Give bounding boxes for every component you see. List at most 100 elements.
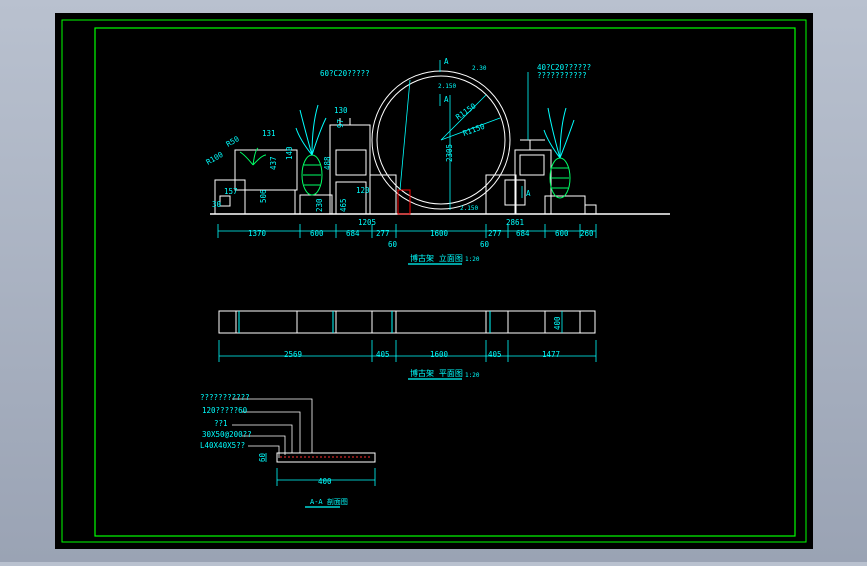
section-mark-right: A xyxy=(526,189,531,198)
note-top-right-1: 40?C20?????? xyxy=(537,63,591,72)
dim-30: 30 xyxy=(212,200,222,209)
bottom-dim-7: 600 xyxy=(555,229,569,238)
left-plant-leaves xyxy=(295,104,327,156)
ground-label-right: 2.150 xyxy=(460,205,478,212)
radius-line-1 xyxy=(440,94,487,141)
right-vase-bands xyxy=(551,167,569,189)
plan-dimension-lines xyxy=(218,311,597,362)
right-shelf-niche-2 xyxy=(504,179,526,206)
dim-2305: 2305 xyxy=(445,144,454,162)
left-vase-stand xyxy=(299,194,333,215)
dim-130: 130 xyxy=(334,106,348,115)
arrow-label-3: 2.30 xyxy=(472,65,487,72)
moon-gate-outer xyxy=(371,70,511,210)
drawing-sheet xyxy=(55,13,813,549)
inner-frame xyxy=(94,27,796,537)
plan-dim-2: 1600 xyxy=(430,350,449,359)
dim-437: 437 xyxy=(269,156,278,170)
bottom-dim-4: 1600 xyxy=(430,229,449,238)
dim-506: 506 xyxy=(259,189,268,203)
right-scroll-foot xyxy=(584,204,597,214)
moon-gate-inner xyxy=(376,75,506,205)
note-top-right-2: ??????????? xyxy=(537,71,587,80)
left-gate-base xyxy=(369,174,397,215)
section-dim-60: 60 xyxy=(258,452,267,462)
left-small-plant xyxy=(239,147,267,166)
leader-2 xyxy=(242,411,301,453)
section-mark-mid: A xyxy=(444,95,449,104)
plan-view xyxy=(218,310,596,334)
bottom-dim-3: 277 xyxy=(376,229,390,238)
right-shelf-fret xyxy=(520,139,545,150)
arrow-label-1: 2.150 xyxy=(438,83,456,90)
dim-131: 131 xyxy=(262,129,276,138)
radius-line-2 xyxy=(440,117,501,141)
left-shelf-niche-2 xyxy=(335,181,367,215)
bottom-dim-0: 1370 xyxy=(248,229,267,238)
left-vase-bands xyxy=(303,164,321,186)
dim-488: 488 xyxy=(323,156,332,170)
plan-outline xyxy=(218,310,596,334)
leader-3 xyxy=(232,424,293,453)
left-vase-plant xyxy=(295,104,327,196)
section-dimension-lines xyxy=(265,453,376,486)
plan-dim-3: 405 xyxy=(488,350,502,359)
dim-465: 465 xyxy=(339,198,348,212)
bottom-dim-1: 600 xyxy=(310,229,324,238)
note-top-left: 60?C20????? xyxy=(320,69,370,78)
dim-157: 157 xyxy=(224,187,238,196)
plan-title: 博古架 平面图 xyxy=(410,368,463,378)
section-leaders xyxy=(232,398,313,458)
bottom-dim-8: 260 xyxy=(580,229,594,238)
plan-dim-400: 400 xyxy=(553,316,562,330)
leader-1 xyxy=(232,398,313,453)
leader-label-5: L40X40X5?? xyxy=(200,441,245,450)
section-view: ??????????? 120?????60 ??1 30X50@200?? L… xyxy=(200,393,376,508)
right-gate-base xyxy=(485,174,517,215)
dim-230: 230 xyxy=(315,198,324,212)
bottom-dim-6: 684 xyxy=(516,229,530,238)
elevation-title: 博古架 立面图 xyxy=(410,253,463,263)
section-title: A-A 剖面图 xyxy=(310,497,348,506)
section-dim-400: 400 xyxy=(318,477,332,486)
dim-2861: 2861 xyxy=(506,218,524,227)
plan-labels: 2569 405 1600 405 1477 400 xyxy=(284,316,562,359)
leader-label-2: 120?????60 xyxy=(202,406,248,415)
left-bench-detail xyxy=(219,195,231,207)
section-mark-top: A xyxy=(444,57,449,66)
right-plant-leaves xyxy=(543,107,575,159)
section-profile xyxy=(276,452,376,463)
leader-label-4: 30X50@200?? xyxy=(202,430,252,439)
right-shelf-tall xyxy=(514,149,552,215)
leader-left-note xyxy=(399,79,411,191)
leader-5 xyxy=(248,445,280,458)
left-shelf-niche xyxy=(335,149,367,176)
dim-60-right: 60 xyxy=(480,240,490,249)
plan-dim-0: 2569 xyxy=(284,350,302,359)
small-plant-leaves xyxy=(239,147,267,166)
plan-dim-4: 1477 xyxy=(542,350,560,359)
elevation-dimension-lines xyxy=(217,60,597,238)
right-shelf-niche xyxy=(519,154,545,176)
dim-140: 140 xyxy=(285,146,294,160)
leader-label-3: ??1 xyxy=(214,419,228,428)
dim-120: 120 xyxy=(356,186,370,195)
elevation-scale: 1:20 xyxy=(465,256,480,263)
plan-title-block: 博古架 平面图 1:20 xyxy=(408,368,480,380)
dim-1205: 1205 xyxy=(358,218,376,227)
right-vase-plant xyxy=(543,107,575,199)
gate-red-marker xyxy=(397,189,411,215)
leader-label-1: ??????????? xyxy=(200,393,250,402)
bottom-dim-5: 277 xyxy=(488,229,502,238)
dim-97: 97 xyxy=(336,119,345,128)
left-shelf-fret xyxy=(339,118,351,125)
section-labels: ??????????? 120?????60 ??1 30X50@200?? L… xyxy=(200,393,332,486)
elevation-title-block: 博古架 立面图 1:20 xyxy=(408,253,480,265)
plan-dim-1: 405 xyxy=(376,350,390,359)
elevation-view xyxy=(210,70,670,215)
plan-scale: 1:20 xyxy=(465,372,480,379)
dim-60-left: 60 xyxy=(388,240,398,249)
leader-4 xyxy=(242,435,286,455)
